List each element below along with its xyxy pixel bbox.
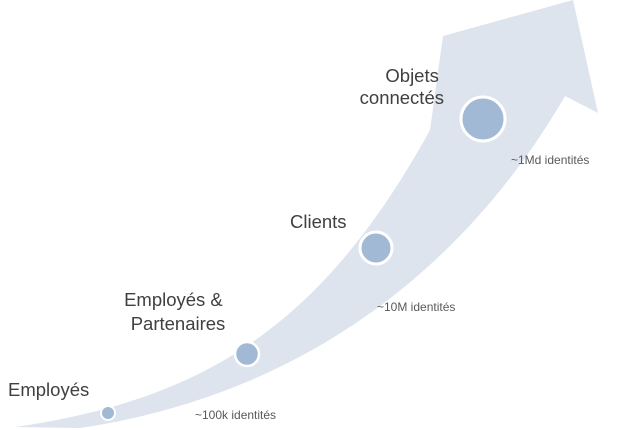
identity-count-employes: ~100k identités (195, 408, 276, 422)
stage-node-clients (358, 230, 394, 266)
stage-node-employes (100, 405, 116, 421)
stage-label-line: Objets (385, 65, 438, 86)
stage-label-line: Employés (8, 379, 89, 400)
stage-label-line: connectés (360, 87, 444, 108)
stage-label-line: Partenaires (131, 313, 226, 334)
stage-label-employes-partenaires: Employés & Partenaires (124, 289, 228, 334)
stage-node-employes-partenaires (233, 340, 261, 368)
stage-label-line: Clients (290, 211, 347, 232)
identity-count-clients: ~10M identités (377, 300, 455, 314)
identity-count-objets-connectes: ~1Md identités (511, 153, 589, 167)
stage-label-line: Employés & (124, 289, 223, 310)
stage-node-objets-connectes (459, 95, 507, 143)
stage-label-objets-connectes: Objets connectés (360, 65, 444, 108)
stage-label-employes: Employés (8, 379, 89, 400)
stage-label-clients: Clients (290, 211, 347, 232)
growth-arrow-shape (15, 0, 598, 428)
